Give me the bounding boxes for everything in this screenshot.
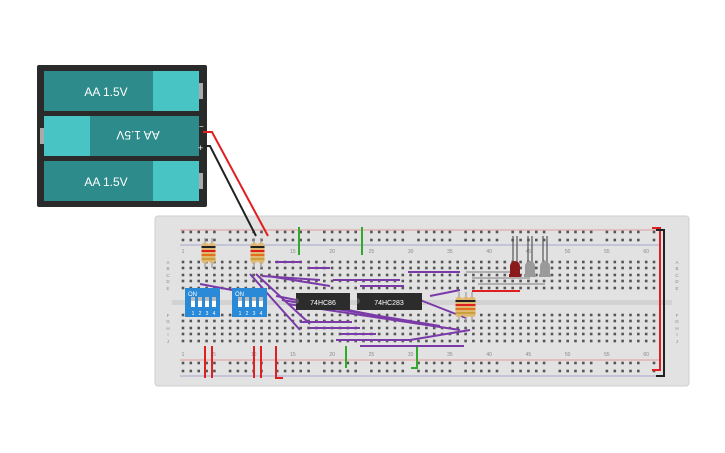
row-letter: C [675, 273, 679, 278]
battery-cell-1[interactable]: AA 1.5V [44, 71, 203, 111]
dip-toggle[interactable] [259, 297, 263, 307]
dip-switch-on-label: ON [235, 292, 244, 298]
dip-toggle-number: 3 [253, 311, 256, 317]
row-letter: G [675, 319, 679, 324]
column-number: 25 [369, 249, 375, 255]
chip-label: 74HC283 [374, 300, 404, 307]
dip-toggle-number: 4 [213, 311, 216, 317]
dip-toggle[interactable] [191, 297, 195, 307]
column-number: 35 [447, 249, 453, 255]
led[interactable] [539, 236, 551, 277]
battery-leads[interactable] [203, 131, 269, 237]
column-number: 40 [486, 249, 492, 255]
rail-jumper-red [652, 227, 661, 371]
dip-toggle[interactable] [252, 297, 256, 307]
row-letter: B [675, 266, 678, 271]
dip-toggle[interactable] [212, 297, 216, 307]
column-number: 15 [290, 249, 296, 255]
row-letter: I [167, 332, 168, 337]
row-letter: J [676, 339, 678, 344]
row-letter: E [675, 286, 678, 291]
dip-toggle[interactable] [205, 297, 209, 307]
dip-switch-on-label: ON [188, 292, 197, 298]
row-letter: H [166, 326, 169, 331]
battery-cell-label: AA 1.5V [84, 175, 127, 189]
column-number: 25 [369, 352, 375, 358]
column-number: 60 [643, 249, 649, 255]
dip-toggle-number: 4 [260, 311, 263, 317]
resistor[interactable] [257, 238, 265, 268]
battery-cell-label: AA 1.5V [84, 85, 127, 99]
row-letter: B [166, 266, 169, 271]
row-letter: E [166, 286, 169, 291]
led-wires[interactable] [466, 271, 545, 285]
battery-lead-black [203, 145, 257, 237]
positive-terminal-symbol: + [198, 143, 203, 153]
column-number: 20 [329, 352, 335, 358]
chip-74hc283[interactable]: 74HC283 [357, 293, 422, 310]
column-number: 50 [565, 249, 571, 255]
column-number: 30 [408, 352, 414, 358]
resistor[interactable] [208, 238, 216, 268]
resistor[interactable] [250, 238, 258, 268]
row-letter: C [166, 273, 170, 278]
leds[interactable] [509, 236, 551, 277]
row-letter: F [167, 313, 170, 318]
rail-jumper-black [656, 229, 665, 377]
column-number: 40 [486, 352, 492, 358]
column-number: 1 [182, 249, 185, 255]
dip-toggle[interactable] [245, 297, 249, 307]
dip-toggle-number: 3 [206, 311, 209, 317]
column-number: 1 [182, 352, 185, 358]
resistor[interactable] [455, 292, 463, 322]
column-number: 20 [329, 249, 335, 255]
row-letter: D [675, 279, 679, 284]
row-letter: J [167, 339, 169, 344]
chip-label: 74HC86 [310, 300, 336, 307]
resistors[interactable] [201, 238, 476, 322]
battery-pack[interactable]: AA 1.5V AA 1.5V AA 1.5V − + [37, 65, 207, 207]
battery-cell-2[interactable]: AA 1.5V [40, 116, 199, 156]
battery-cell-label: AA 1.5V [116, 128, 159, 142]
row-letter: D [166, 279, 170, 284]
chip-74hc86[interactable]: 74HC86 [296, 293, 350, 310]
column-number: 50 [565, 352, 571, 358]
column-number: 5 [213, 352, 216, 358]
red-jumper [275, 346, 283, 379]
column-number: 45 [526, 352, 532, 358]
column-number: 15 [290, 352, 296, 358]
dip-toggle[interactable] [198, 297, 202, 307]
column-number: 30 [408, 249, 414, 255]
resistor[interactable] [201, 238, 209, 268]
dip-toggle-number: 1 [192, 311, 195, 317]
column-number: 55 [604, 249, 610, 255]
power-jumpers[interactable] [204, 227, 665, 379]
negative-terminal-symbol: − [199, 122, 204, 131]
led[interactable] [524, 236, 536, 277]
row-letter: A [675, 260, 678, 265]
row-letter: H [675, 326, 678, 331]
row-letter: F [676, 313, 679, 318]
row-letter: A [166, 260, 169, 265]
column-number: 60 [643, 352, 649, 358]
dip-toggle-number: 2 [246, 311, 249, 317]
column-number: 55 [604, 352, 610, 358]
dip-toggle-number: 2 [199, 311, 202, 317]
row-letter: I [676, 332, 677, 337]
dip-toggle[interactable] [238, 297, 242, 307]
resistor[interactable] [462, 292, 470, 322]
row-letter: G [166, 319, 170, 324]
column-number: 35 [447, 352, 453, 358]
resistor[interactable] [468, 292, 476, 322]
led[interactable] [509, 236, 521, 277]
battery-lead-red [203, 131, 269, 237]
battery-cell-3[interactable]: AA 1.5V [44, 161, 203, 201]
dip-toggle-number: 1 [239, 311, 242, 317]
